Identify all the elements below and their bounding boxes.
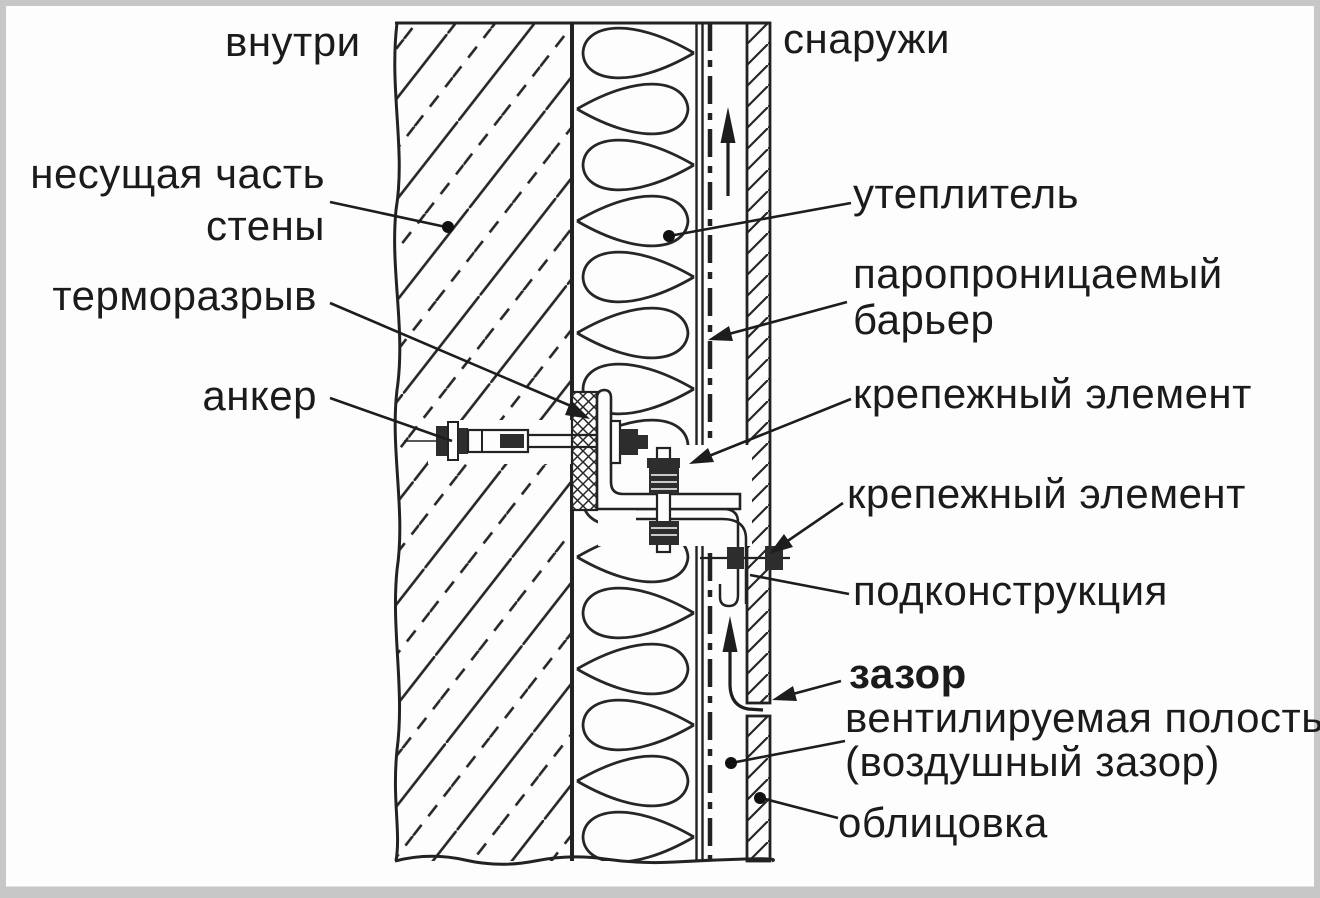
label-inside: внутри [225,18,361,65]
thermal-break-pad [570,390,599,512]
label-fastener-upper: крепежный элемент [853,370,1252,417]
label-fastener-lower: крепежный элемент [847,470,1246,517]
label-ventilated-cavity: вентилируемая полость (воздушный зазор) [845,694,1320,785]
label-cladding: облицовка [838,799,1048,846]
leader-lines [329,200,852,820]
label-outside: снаружи [783,15,950,62]
label-insulation: утеплитель [853,170,1079,217]
subframe-profile [636,507,748,608]
cladding-bolt [700,546,790,570]
bracket [595,388,742,511]
airflow-arrow-lower [722,616,764,712]
airflow-arrow-upper [720,107,736,196]
leader-arrowheads [565,326,797,701]
cladding-lower-panel [745,714,772,863]
label-anchor: анкер [202,372,317,419]
anchor-assembly [404,419,648,465]
label-subframe: подконструкция [853,567,1168,614]
label-thermal-break: терморазрыв [52,272,317,319]
label-vapor-barrier: паропроницаемый барьер [853,250,1223,343]
leader-dots [442,221,766,804]
cladding-upper-panel [745,21,772,705]
label-bearing-wall: несущая часть стены [30,150,325,249]
stud-and-nuts [647,446,680,554]
label-gap: зазор [849,650,967,697]
